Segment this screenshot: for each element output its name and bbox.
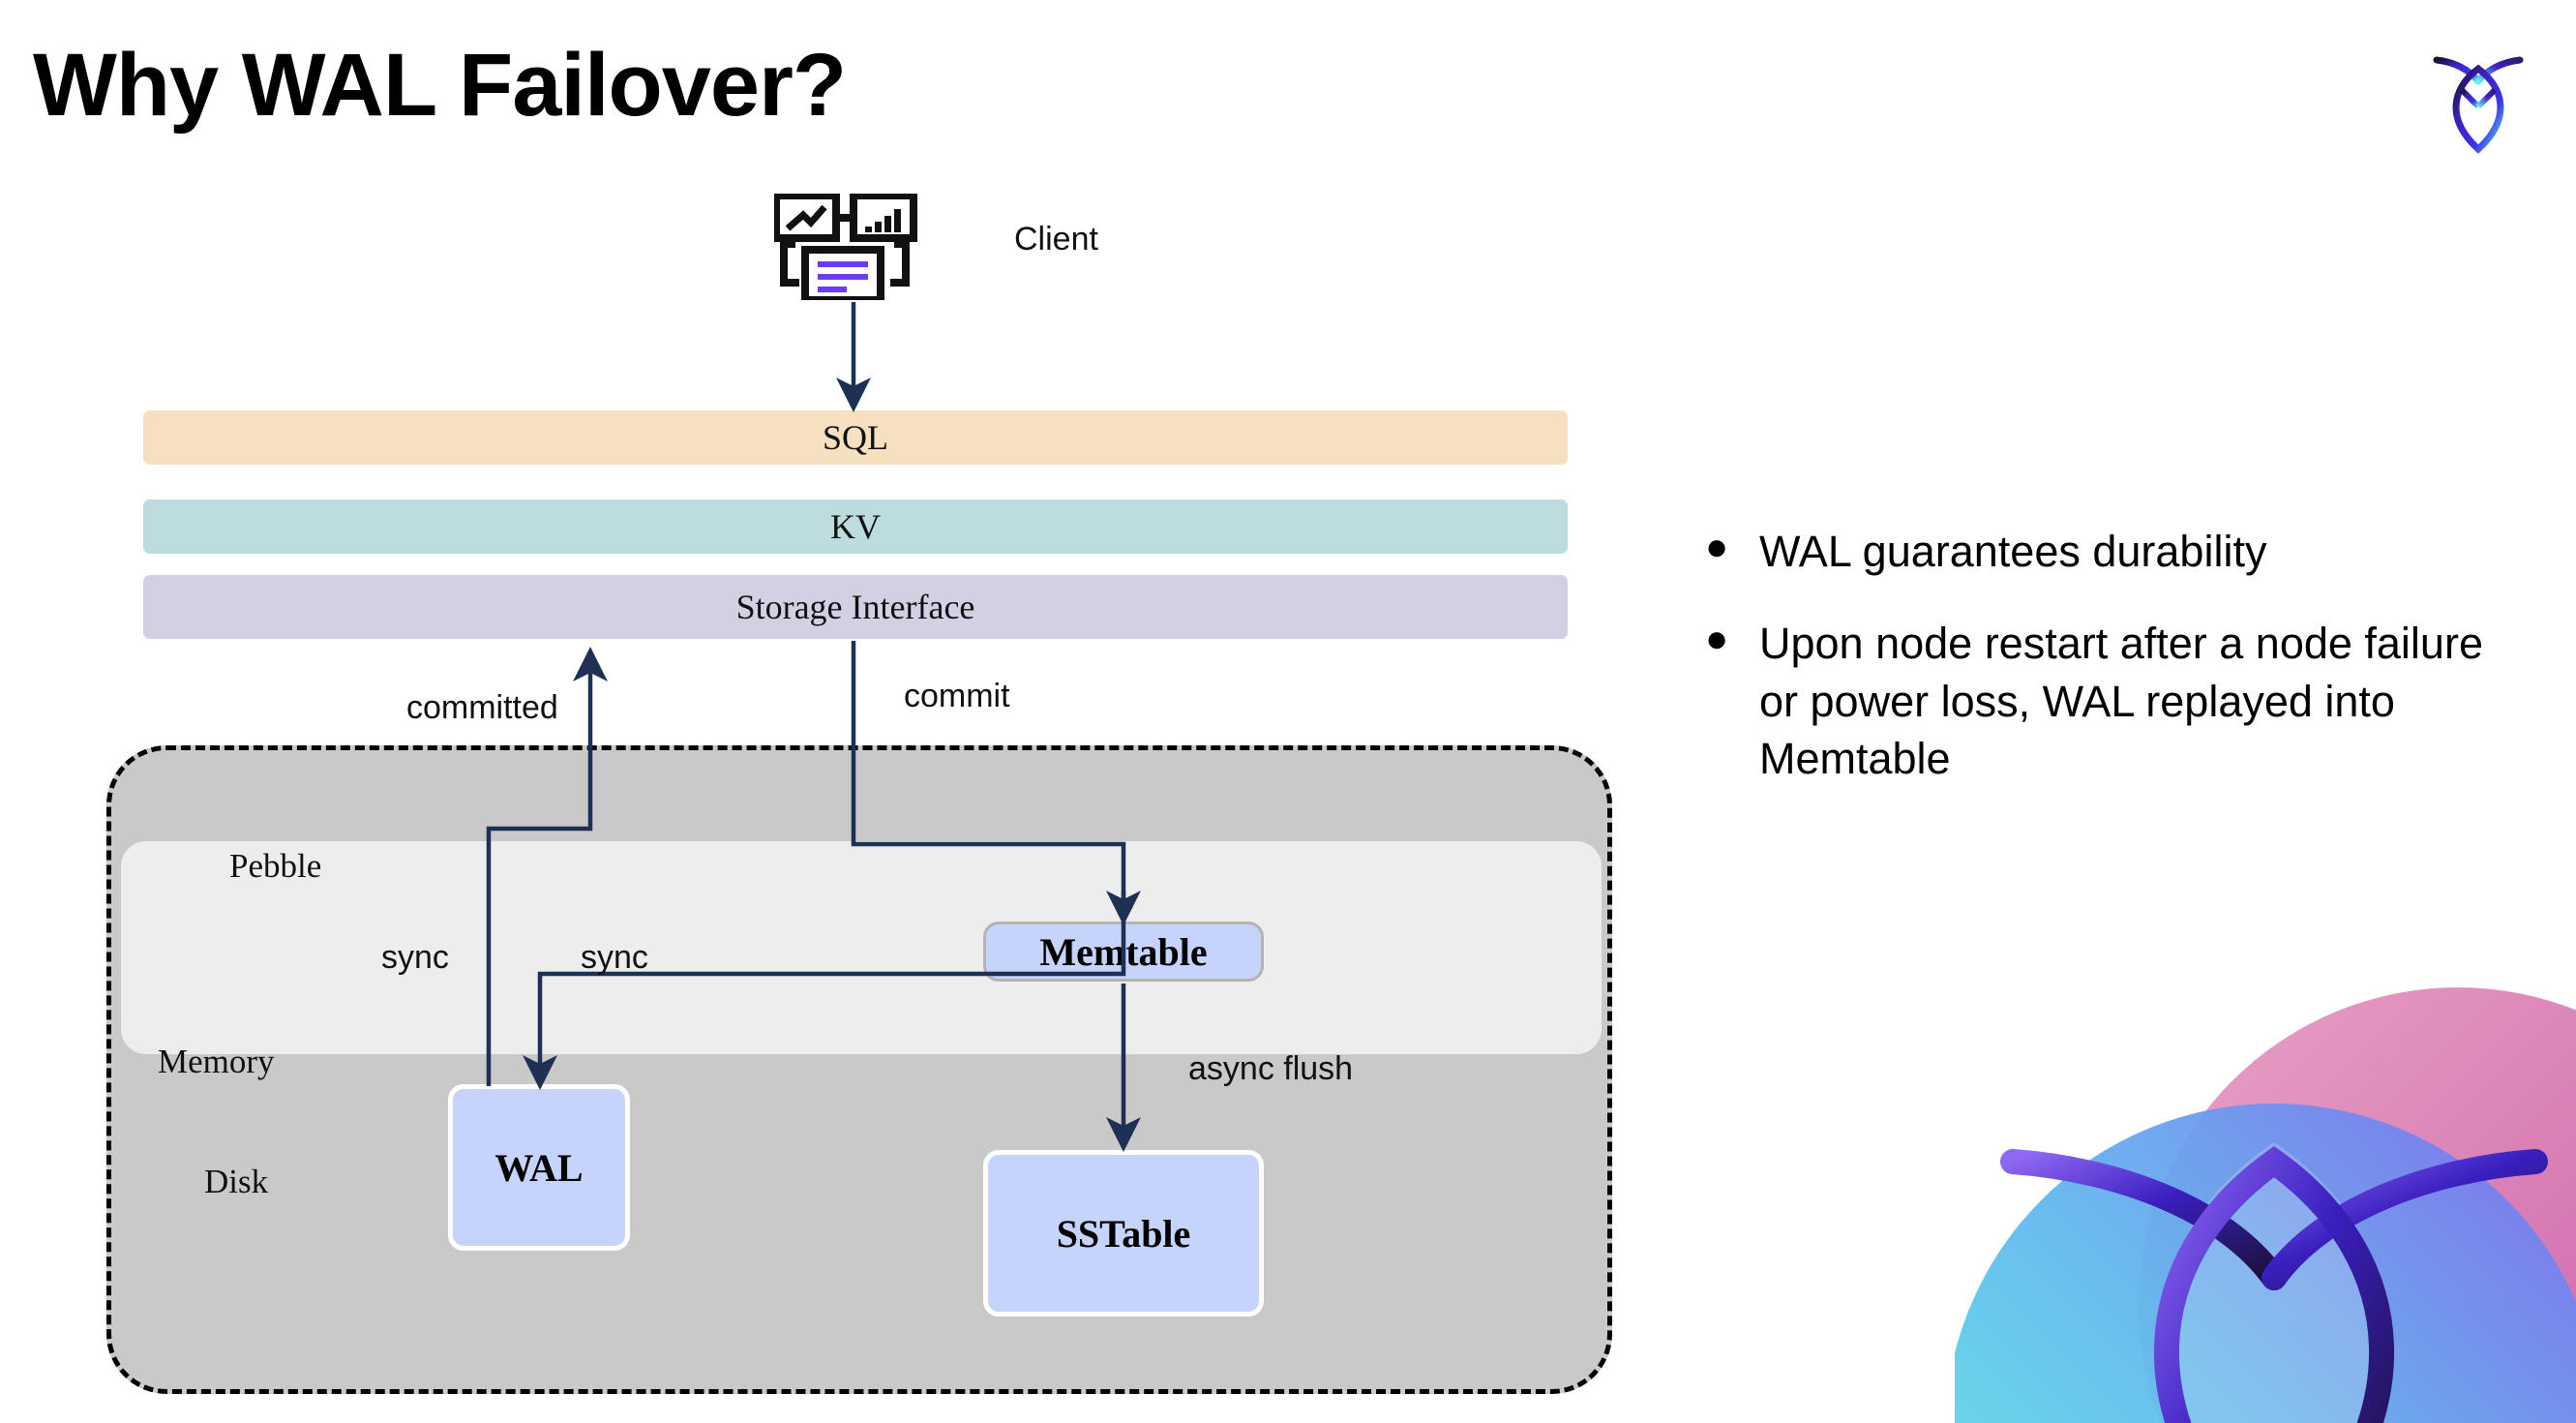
bullet-text: WAL guarantees durability	[1759, 527, 2267, 576]
bullet-marker-icon: ●	[1705, 526, 1729, 568]
client-label: Client	[1014, 221, 1098, 257]
node-wal-label: WAL	[494, 1145, 584, 1190]
edge-label-sync-1: sync	[381, 939, 449, 976]
edge-label-commit: commit	[904, 678, 1010, 714]
node-sstable: SSTable	[983, 1150, 1264, 1317]
edge-label-async-flush: async flush	[1188, 1050, 1354, 1087]
disk-label: Disk	[204, 1163, 269, 1200]
node-memtable: Memtable	[983, 922, 1264, 982]
page-title: Why WAL Failover?	[33, 36, 847, 135]
pebble-label: Pebble	[229, 847, 322, 885]
layer-bar-kv: KV	[143, 500, 1568, 554]
edge-label-sync-2: sync	[581, 939, 648, 976]
client-dashboard-icon	[772, 192, 929, 304]
layer-label-storage-interface: Storage Interface	[735, 588, 975, 626]
list-item: ● Upon node restart after a node failure…	[1705, 615, 2518, 787]
edge-label-committed: committed	[406, 689, 558, 726]
bullet-marker-icon: ●	[1705, 618, 1729, 661]
memory-region	[121, 841, 1602, 1054]
layer-bar-storage-interface: Storage Interface	[143, 575, 1568, 639]
decorative-logo-motif	[1955, 920, 2576, 1423]
node-memtable-label: Memtable	[1039, 929, 1208, 974]
pebble-container: Pebble Memory Disk	[106, 745, 1612, 1394]
layer-label-sql: SQL	[822, 418, 888, 457]
node-wal: WAL	[448, 1084, 630, 1251]
layer-label-kv: KV	[830, 507, 881, 546]
memory-label: Memory	[158, 1043, 275, 1080]
cockroachdb-logo	[2415, 37, 2541, 163]
list-item: ● WAL guarantees durability	[1705, 523, 2518, 580]
architecture-diagram: Client SQL KV Storage Interface Pebble M…	[106, 192, 1612, 1394]
bullet-text: Upon node restart after a node failure o…	[1759, 619, 2483, 784]
layer-bar-sql: SQL	[143, 410, 1568, 465]
node-sstable-label: SSTable	[1056, 1211, 1191, 1256]
bullet-list: ● WAL guarantees durability ● Upon node …	[1705, 523, 2518, 823]
